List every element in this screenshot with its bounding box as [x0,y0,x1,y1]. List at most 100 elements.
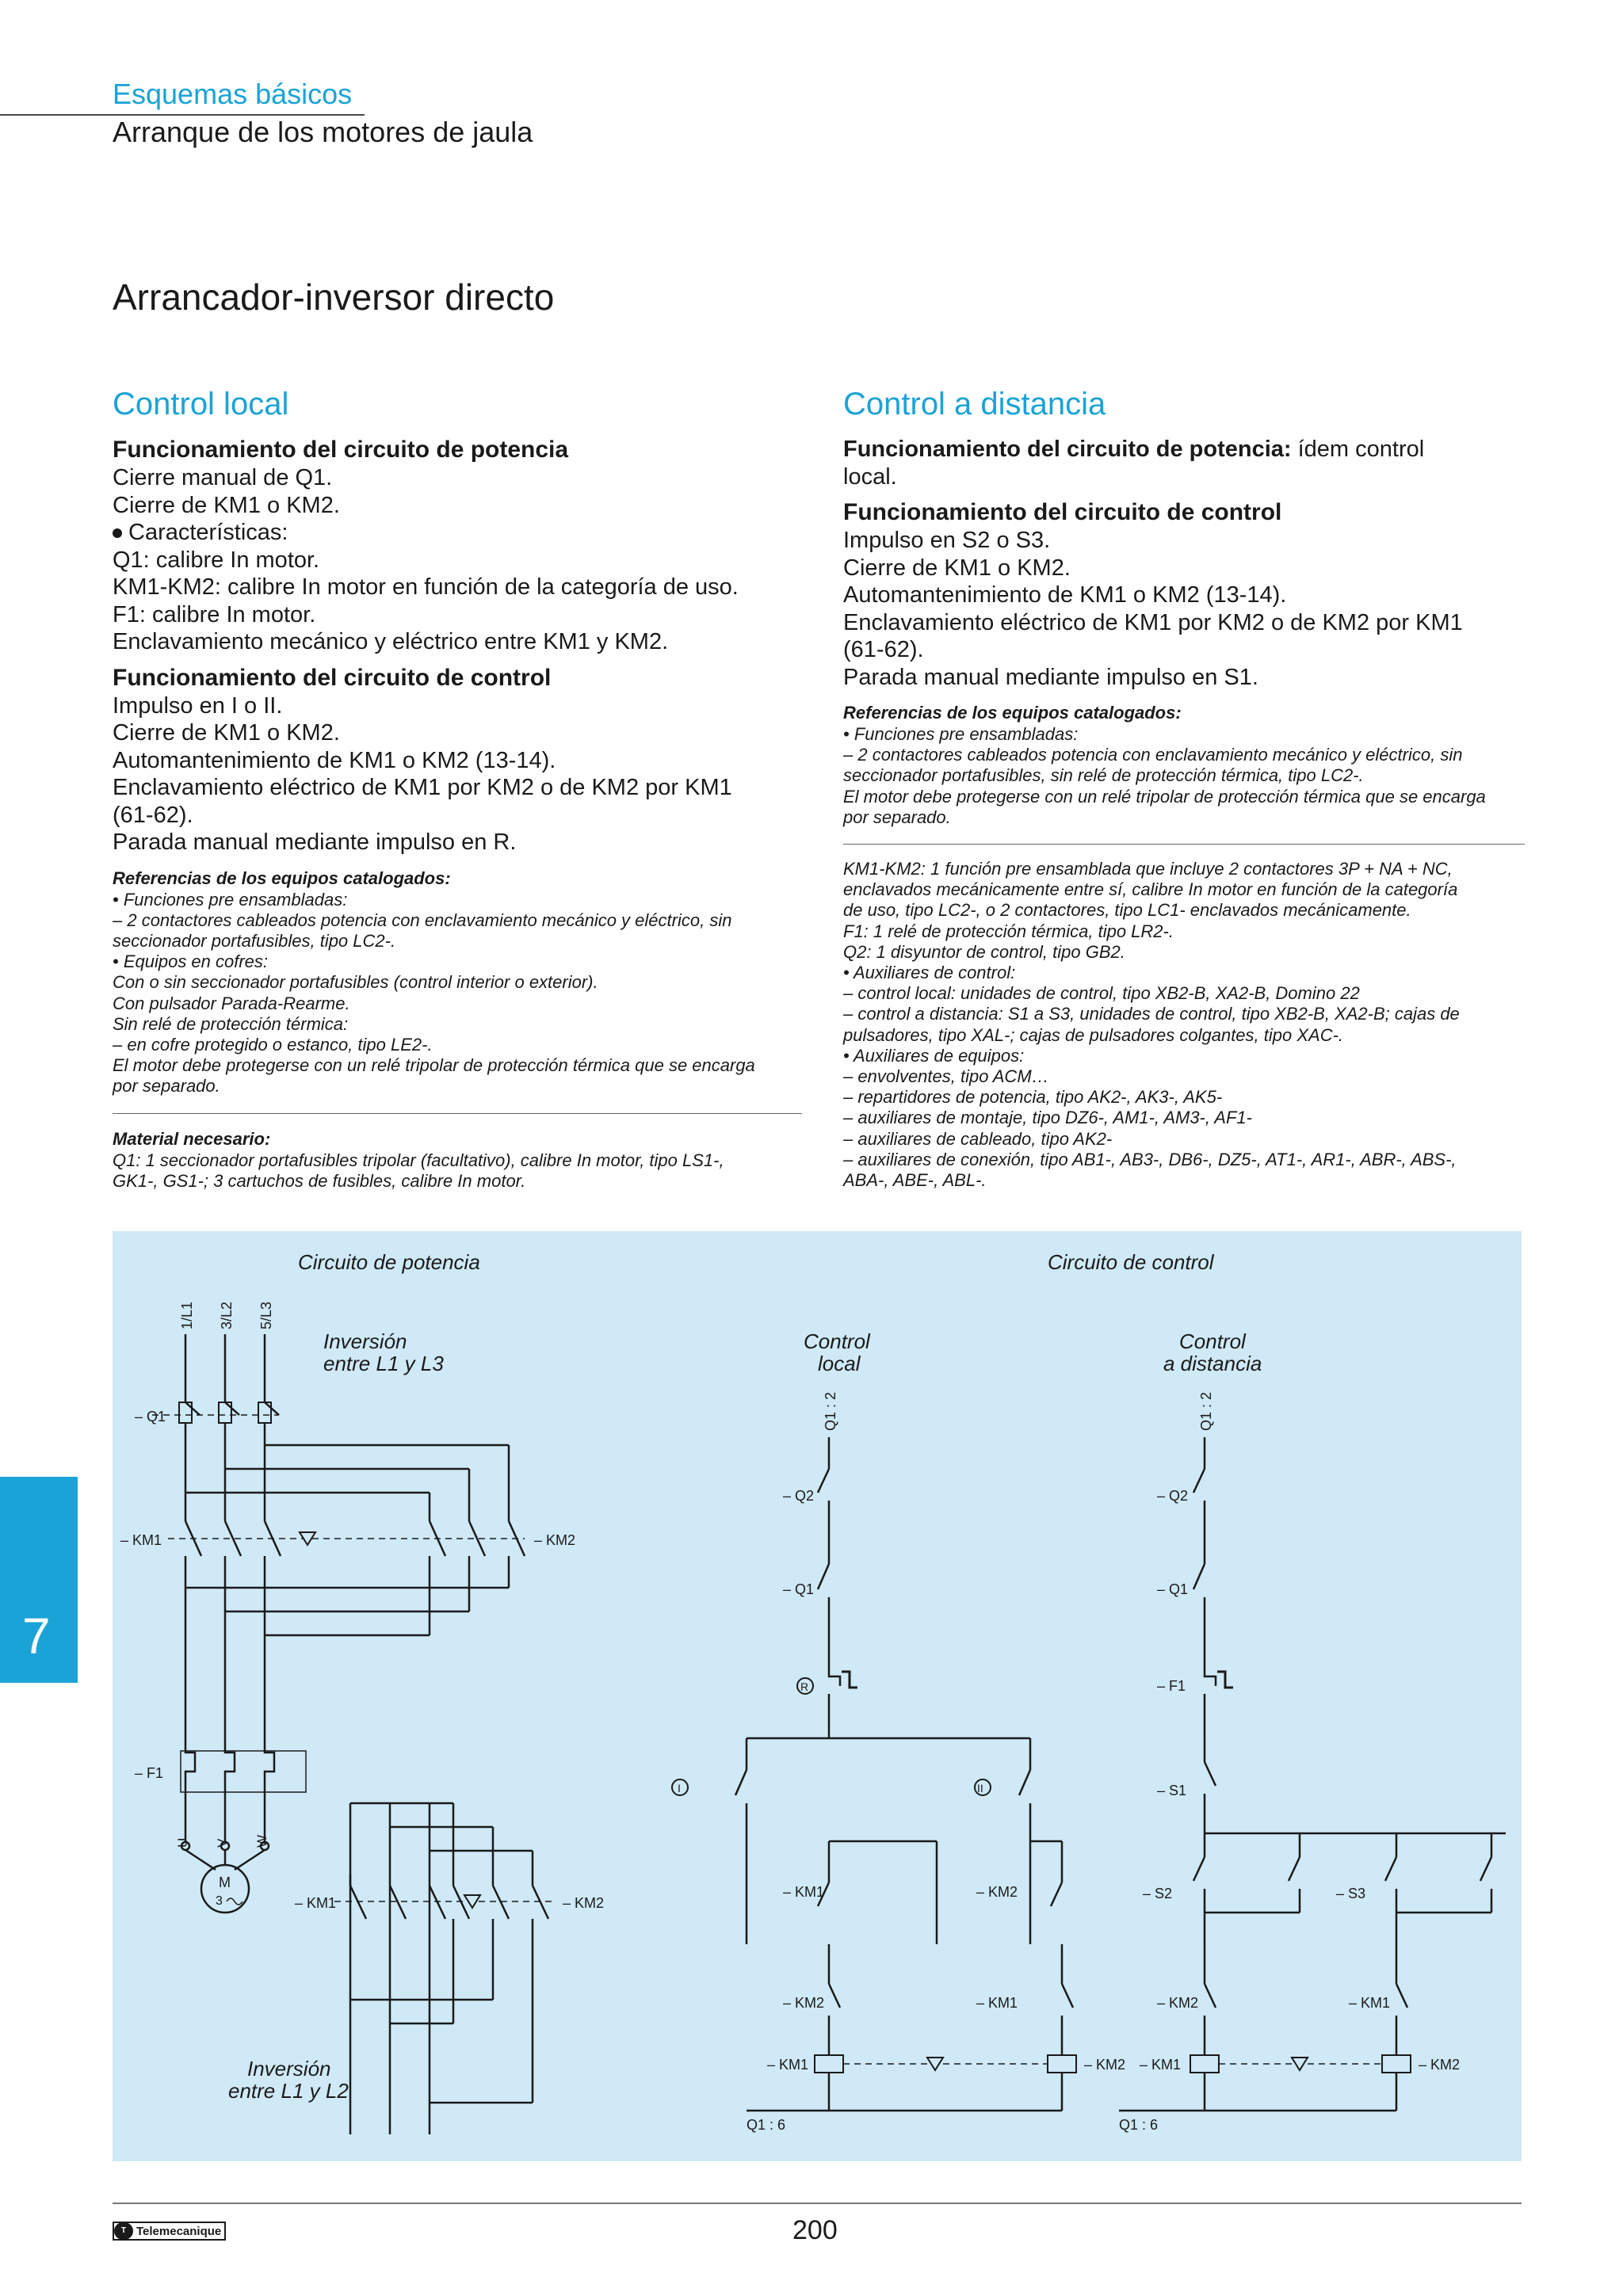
ref-line: Con pulsador Parada-Rearme. [113,993,350,1013]
body-line: Parada manual mediante impulso en S1. [843,664,1258,690]
left-control-heading: Funcionamiento del circuito de control [113,664,552,691]
right-control-heading: Funcionamiento del circuito de control [843,499,1282,525]
motor-label: M [219,1875,231,1890]
control-local-line2: local [818,1352,861,1375]
ref-line: El motor debe protegerse con un relé tri… [843,786,1486,807]
ref-line: • Funciones pre ensambladas: [113,889,348,910]
extra-line: – control local: unidades de control, ti… [843,983,1360,1004]
ii-button-icon [974,1779,991,1796]
q1-label-remote: – Q1 [1157,1581,1188,1597]
body-line: local. [843,463,897,490]
section-subtitle: Arranque de los motores de jaula [113,116,533,148]
phase-label: 3/L2 [219,1302,235,1329]
bullet-icon [113,528,122,539]
q1-label: – Q1 [135,1409,166,1425]
extra-line: – control a distancia: S1 a S3, unidades… [843,1004,1460,1024]
body-line: Enclavamiento eléctrico de KM1 por KM2 o… [843,609,1463,635]
body-line: Impulso en I o II. [113,692,283,719]
i-button-label: I [678,1782,681,1794]
q2-label: – Q2 [783,1488,814,1504]
right-heading: Control a distancia [843,387,1106,421]
control-circuit-title: Circuito de control [1048,1250,1215,1274]
refs-title: Referencias de los equipos catalogados: [113,868,451,888]
km1-label: – KM1 [120,1532,162,1548]
ref-line: – en cofre protegido o estanco, tipo LE2… [113,1034,433,1055]
km1-hold-label: – KM1 [783,1884,824,1900]
wiring-diagram: Circuito de potencia Circuito de control… [120,1250,1506,2134]
km1-interlock-label: – KM1 [976,1995,1018,2011]
f1-label-remote: – F1 [1157,1678,1186,1694]
extra-line: – auxiliares de conexión, tipo AB1-, AB3… [843,1149,1457,1169]
f1-label: – F1 [135,1765,163,1781]
q1-6-label: Q1 : 6 [747,2117,785,2133]
ref-line: por separado. [843,807,951,827]
page-number: 200 [792,2215,838,2245]
extra-line: enclavados mecánicamente entre sí, calib… [843,879,1458,900]
extra-line: de uso, tipo LC2-, o 2 contactores, tipo… [843,900,1411,921]
r-button-label: R [800,1680,808,1693]
extra-line: KM1-KM2: 1 función pre ensamblada que in… [843,859,1453,879]
body-line: KM1-KM2: calibre In motor en función de … [113,574,739,600]
chapter-tab [0,1477,78,1683]
ref-line: El motor debe protegerse con un relé tri… [113,1055,755,1076]
km2-coil-remote: – KM2 [1419,2057,1460,2073]
right-column: Control a distancia Funcionamiento del c… [843,385,1525,1191]
divider [843,844,1525,845]
ref-line: • Equipos en cofres: [113,952,269,972]
s3-label: – S3 [1336,1886,1365,1901]
extra-line: • Auxiliares de control: [843,963,1016,983]
s1-label: – S1 [1157,1783,1186,1798]
ref-line: – 2 contactores cableados potencia con e… [843,745,1463,765]
body-line: Parada manual mediante impulso en R. [113,830,517,855]
q1-label-ctl: – Q1 [783,1581,814,1597]
terminal-w: W [254,1835,269,1848]
km2-label-lower: – KM2 [563,1895,604,1911]
footer-rule [113,2203,1522,2204]
material-title: Material necesario: [113,1128,271,1149]
km2-interlock-remote: – KM2 [1157,1995,1198,2011]
divider [113,1112,802,1114]
brand-logo: T Telemecanique [113,2222,227,2241]
material-line: Q1: 1 seccionador portafusibles tripolar… [113,1150,724,1170]
extra-line: – envolventes, tipo ACM… [843,1066,1049,1087]
body-line: Cierre de KM1 o KM2. [113,492,340,518]
control-local-line1: Control [804,1329,871,1353]
inversion-l1l2-line2: entre L1 y L2 [228,2079,349,2103]
left-heading: Control local [113,387,289,421]
ref-line: Sin relé de protección térmica: [113,1013,349,1034]
extra-line: F1: 1 relé de protección térmica, tipo L… [843,921,1174,941]
s2-label: – S2 [1143,1886,1172,1901]
km2-hold-label: – KM2 [976,1884,1018,1900]
body-line: Impulso en S2 o S3. [843,528,1051,553]
right-power-line: Funcionamiento del circuito de potencia:… [843,436,1525,463]
inversion-l1l3-line1: Inversión [323,1329,407,1353]
body-line: Automantenimiento de KM1 o KM2 (13-14). [113,747,556,773]
q1-ref-remote: Q1 : 2 [1198,1392,1214,1431]
body-line: (61-62). [113,802,193,828]
ref-line: seccionador portafusibles, sin relé de p… [843,765,1364,786]
q1-ref: Q1 : 2 [823,1392,838,1431]
power-circuit: 1/L1 3/L2 5/L3 – Q1 – KM1 [120,1302,604,2134]
km1-coil-label: – KM1 [767,2057,808,2073]
body-line: F1: calibre In motor. [113,601,316,627]
q1-6-remote: Q1 : 6 [1119,2117,1158,2133]
extra-line: ABA-, ABE-, ABL-. [843,1170,987,1191]
ref-line: • Funciones pre ensambladas: [843,724,1079,744]
page-title: Arrancador-inversor directo [113,277,555,318]
extra-line: Q2: 1 disyuntor de control, tipo GB2. [843,941,1125,962]
section-label: Esquemas básicos [113,78,353,110]
left-column: Control local Funcionamiento del circuit… [113,385,802,1192]
q2-label-remote: – Q2 [1157,1488,1188,1504]
body-line: Cierre de KM1 o KM2. [843,555,1071,581]
terminal-u: U [175,1838,190,1848]
right-power-rest: ídem control [1291,437,1425,462]
body-line: Q1: calibre In motor. [113,547,320,573]
body-line: Automantenimiento de KM1 o KM2 (13-14). [843,582,1287,608]
logo-text: Telemecanique [136,2224,222,2238]
phase-label: 1/L1 [179,1302,195,1329]
body-line: Enclavamiento eléctrico de KM1 por KM2 o… [113,775,732,800]
ref-line: – 2 contactores cableados potencia con e… [113,910,732,930]
inversion-l1l2-line1: Inversión [247,2057,331,2081]
extra-line: – auxiliares de montaje, tipo DZ6-, AM1-… [843,1108,1252,1128]
ref-line: por separado. [113,1076,220,1097]
